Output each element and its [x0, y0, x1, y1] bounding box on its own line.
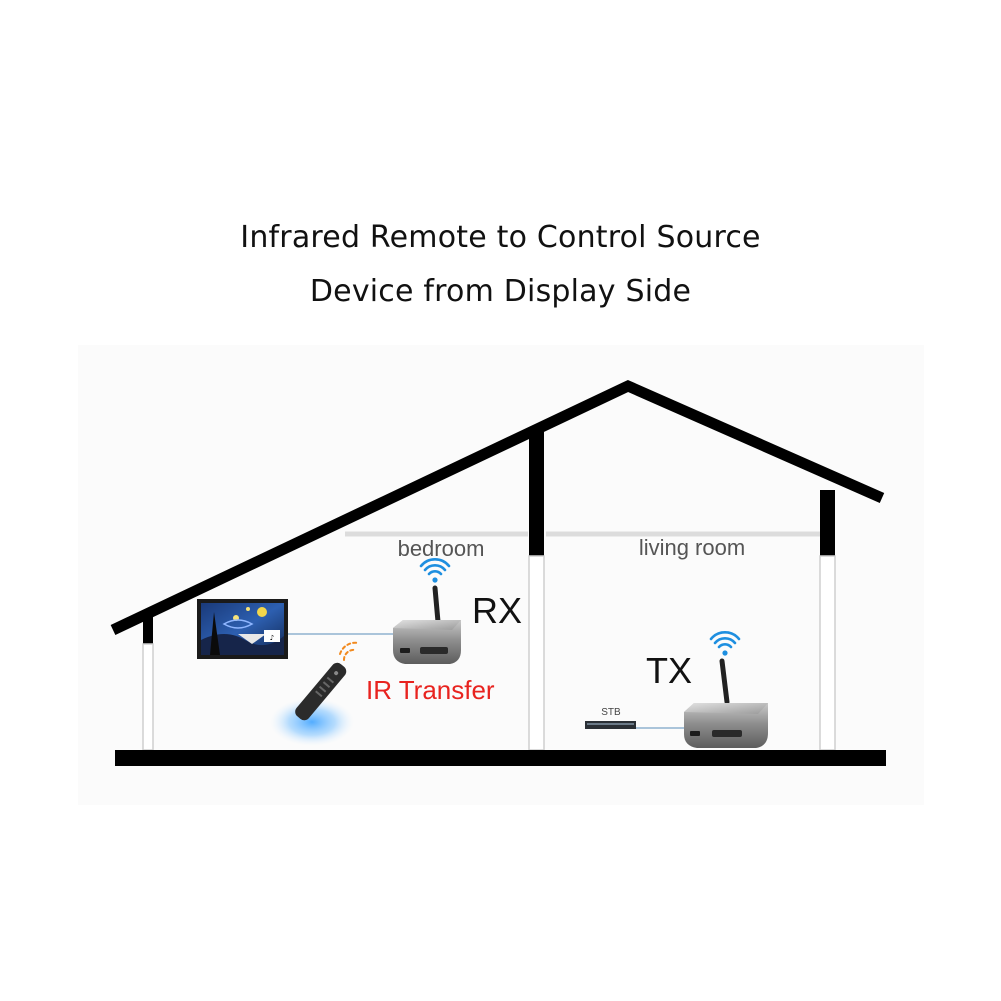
middle-wall — [528, 555, 545, 751]
bedroom-label: bedroom — [398, 536, 485, 561]
rx-label: RX — [472, 590, 522, 631]
backdrop-panel — [78, 345, 924, 805]
middle-wall-top — [529, 432, 544, 556]
tx-wifi-icon — [709, 631, 741, 656]
svg-text:♪: ♪ — [270, 634, 274, 642]
right-wall — [819, 555, 836, 751]
stb-label: STB — [601, 707, 621, 718]
stb-device — [585, 721, 636, 729]
right-wall-top — [820, 490, 835, 556]
left-wall-top — [143, 614, 153, 644]
title-line-2: Device from Display Side — [309, 274, 692, 309]
tx-device — [684, 658, 768, 748]
living-room-label: living room — [639, 535, 745, 560]
remote-glow — [270, 698, 354, 746]
tx-label: TX — [646, 650, 692, 691]
rx-device — [393, 585, 461, 664]
rx-wifi-icon — [419, 558, 451, 583]
left-wall — [142, 643, 154, 751]
ir-signal-icon — [339, 641, 359, 661]
title-line-1: Infrared Remote to Control Source — [240, 220, 761, 255]
ir-transfer-label: IR Transfer — [366, 675, 495, 705]
floor — [115, 750, 886, 766]
tv-display: ♪ — [197, 599, 288, 659]
roof — [110, 379, 885, 635]
remote-control-icon — [295, 662, 347, 721]
